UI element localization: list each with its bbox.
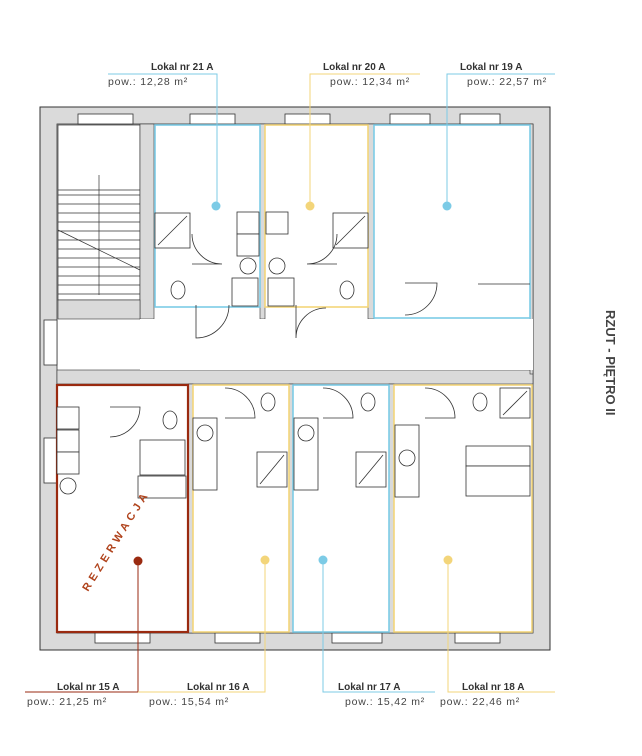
- corridor: [140, 319, 533, 370]
- unit-19-area: pow.: 22,57 m²: [467, 76, 547, 88]
- unit-18-outline: [393, 384, 533, 633]
- unit-16-name: Lokal nr 16 A: [187, 682, 249, 693]
- unit-21-area: pow.: 12,28 m²: [108, 76, 188, 88]
- unit-17-area: pow.: 15,42 m²: [345, 696, 425, 708]
- unit-19-marker[interactable]: [442, 201, 452, 211]
- unit-19-name: Lokal nr 19 A: [460, 62, 522, 73]
- unit-15-area: pow.: 21,25 m²: [27, 696, 107, 708]
- unit-16-area: pow.: 15,54 m²: [149, 696, 229, 708]
- unit-15-outline: [55, 383, 190, 634]
- doors: [109, 233, 530, 438]
- unit-15-name: Lokal nr 15 A: [57, 682, 119, 693]
- leader-lines: [25, 73, 555, 693]
- unit-20-name: Lokal nr 20 A: [323, 62, 385, 73]
- unit-17-name: Lokal nr 17 A: [338, 682, 400, 693]
- unit-19-outline: [373, 124, 531, 319]
- partitions: [56, 123, 534, 634]
- unit-21-name: Lokal nr 21 A: [151, 62, 213, 73]
- fixtures: [56, 211, 531, 499]
- unit-20-area: pow.: 12,34 m²: [330, 76, 410, 88]
- unit-outlines: [55, 124, 533, 634]
- unit-16-outline: [192, 384, 290, 633]
- unit-17-outline: [292, 384, 390, 633]
- unit-20-marker[interactable]: [305, 201, 315, 211]
- unit-18-name: Lokal nr 18 A: [462, 682, 524, 693]
- floor-title: RZUT - PIĘTRO II: [603, 310, 618, 415]
- unit-21-marker[interactable]: [211, 201, 221, 211]
- unit-17-marker[interactable]: [318, 555, 328, 565]
- unit-18-marker[interactable]: [443, 555, 453, 565]
- staircase: [57, 124, 141, 301]
- unit-16-marker[interactable]: [260, 555, 270, 565]
- windows: [43, 113, 501, 644]
- unit-18-area: pow.: 22,46 m²: [440, 696, 520, 708]
- unit-15-marker[interactable]: [133, 556, 143, 566]
